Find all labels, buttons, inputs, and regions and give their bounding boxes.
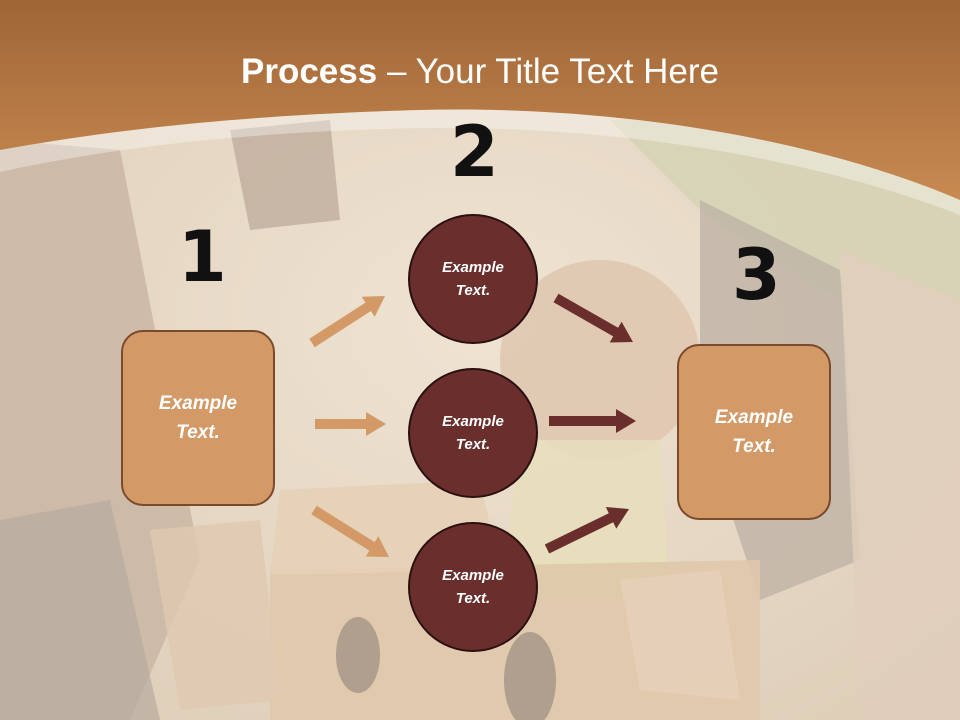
step-2-circle-top: Example Text. — [408, 214, 538, 344]
step-3-box: Example Text. — [677, 344, 831, 520]
step-1-label: Example Text. — [158, 393, 238, 443]
circle-bottom-label: Example Text. — [442, 567, 504, 607]
step-number-2: 2 — [450, 111, 499, 193]
circle-top-label: Example Text. — [442, 259, 504, 299]
title-bold: Process — [241, 52, 378, 91]
step-number-3: 3 — [732, 234, 781, 316]
step-3-label: Example Text. — [714, 407, 794, 457]
step-number-1: 1 — [178, 216, 227, 298]
title-rest: – Your Title Text Here — [377, 52, 719, 91]
step-2-circle-middle: Example Text. — [408, 368, 538, 498]
slide-title: Process – Your Title Text Here — [0, 52, 960, 92]
step-2-circle-bottom: Example Text. — [408, 522, 538, 652]
step-1-box: Example Text. — [121, 330, 275, 506]
circle-middle-label: Example Text. — [442, 413, 504, 453]
